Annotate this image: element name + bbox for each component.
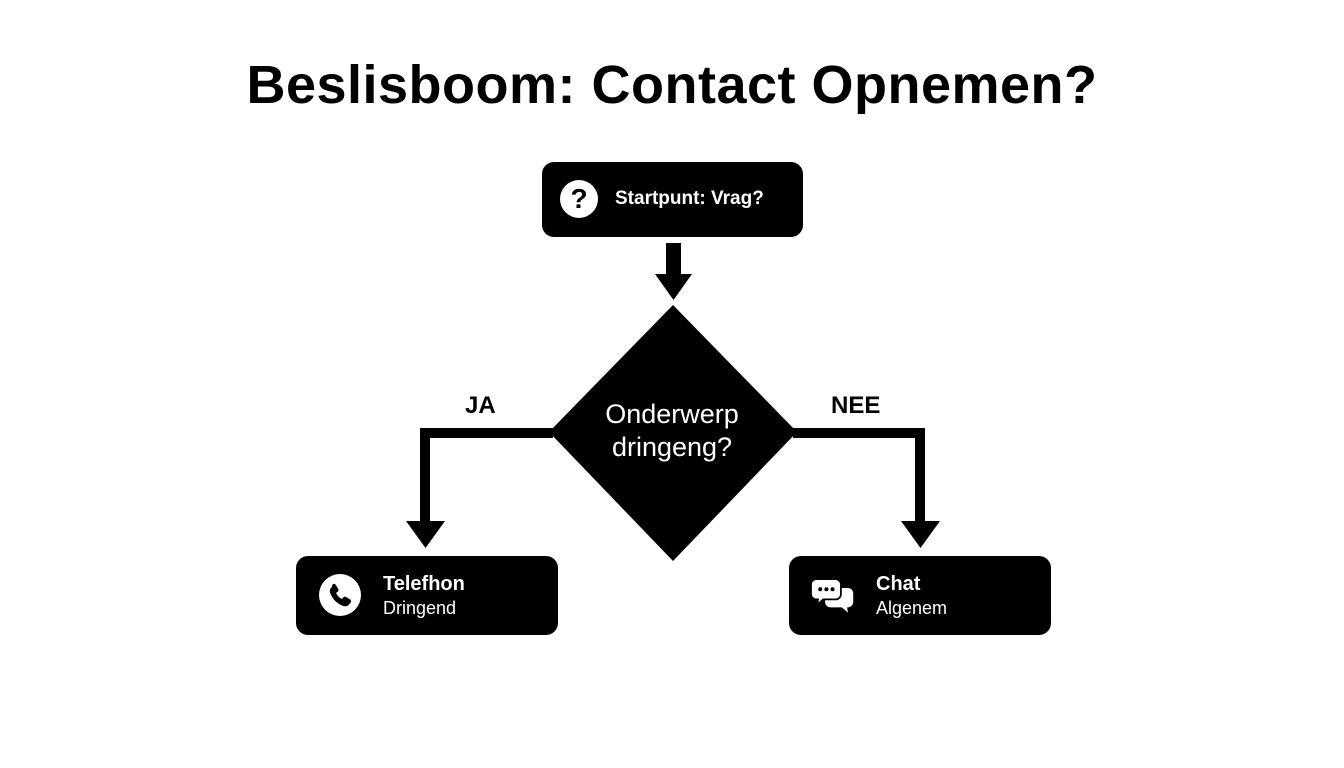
phone-icon xyxy=(319,574,361,616)
yes-branch-label: JA xyxy=(465,392,496,419)
no-branch-label: NEE xyxy=(831,392,881,419)
chat-bubbles-icon xyxy=(811,578,854,613)
start-node: ? Startpunt: Vrag? xyxy=(542,162,803,237)
question-circle-icon: ? xyxy=(560,180,598,218)
start-arrow-head xyxy=(655,274,692,300)
no-branch-arrowhead xyxy=(901,521,940,548)
no-branch-line xyxy=(793,428,925,524)
outcome-chat-title: Chat xyxy=(876,573,921,595)
decision-text-line2: dringeng? xyxy=(611,432,733,462)
outcome-phone-node: Telefhon Dringend xyxy=(296,556,558,635)
start-arrow-shaft xyxy=(666,243,681,276)
outcome-chat-subtitle: Algenem xyxy=(876,598,948,618)
decision-diamond xyxy=(549,305,797,561)
yes-branch-arrowhead xyxy=(406,521,445,548)
outcome-phone-title: Telefhon xyxy=(383,573,465,595)
outcome-phone-subtitle: Dringend xyxy=(383,598,457,618)
yes-branch-line xyxy=(420,428,553,524)
start-node-label: Startpunt: Vrag? xyxy=(615,188,764,209)
decision-text-line1: Onderwerp xyxy=(605,399,739,429)
outcome-chat-node: Chat Algenem xyxy=(789,556,1051,635)
diagram-title: Beslisboom: Contact Opnemen? xyxy=(246,55,1098,115)
decision-text: Onderwerp dringeng? xyxy=(572,398,772,464)
